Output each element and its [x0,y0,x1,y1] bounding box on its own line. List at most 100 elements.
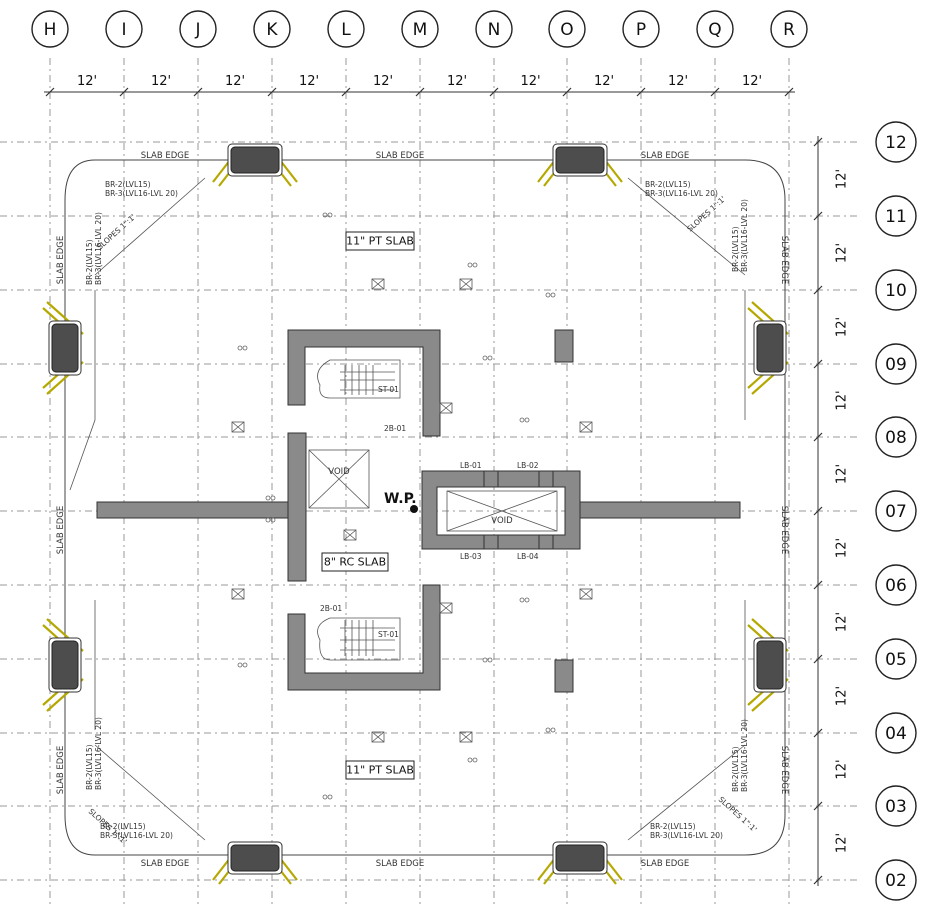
br3-note: BR-3(LVL16-LVL 20) [645,189,718,198]
slab-edge-label-bottom-right: SLAB EDGE [641,859,690,869]
dimension-tick [813,359,823,369]
bracing-note-top-right: BR-2(LVL15) BR-3(LVL16-LVL 20) [645,180,718,198]
grid-bubble-label: 12 [885,133,907,153]
insert-dot [519,597,525,603]
insert-cross [439,402,453,414]
insert-dot [322,794,328,800]
insert-dot [242,662,248,668]
insert-dot [270,495,276,501]
grid-bubble-circle [548,10,586,48]
grid-bubble-circle [875,785,917,827]
dimension-strings: 12'12'12'12'12'12'12'12'12'12'12'12'12'1… [44,74,850,886]
insert-box [231,588,245,600]
dimension-label: 12' [835,169,850,189]
grid-bubble-label: H [44,20,57,40]
perimeter-column-7 [212,841,298,885]
dimension-label: 12' [835,759,850,779]
grid-bubble-circle [622,10,660,48]
insert-box [459,731,473,743]
perimeter-column-3 [42,301,84,395]
insert-dot [550,727,556,733]
void-elevator: VOID [446,490,558,532]
slab-column-south [554,659,574,693]
bracing-note-bottom-left: BR-2(LVL15) BR-3(LVL16-LVL 20) [100,822,173,840]
grid-bubble-circle [875,859,917,901]
dimension-tick [562,87,572,97]
grid-bubble-P: P [622,10,660,48]
dimension-label: 12' [835,317,850,337]
br3-note: BR-3(LVL16-LVL 20) [650,831,723,840]
br3-note: BR-3(LVL16-LVL 20) [100,831,173,840]
dimension-label: 12' [225,74,245,89]
perimeter-columns [42,143,789,885]
slab-inserts [231,212,593,800]
grid-bubble-label: 05 [885,650,907,670]
br2-note: BR-2(LVL15) [100,822,146,831]
grid-bubble-09: 09 [875,343,917,385]
grid-bubble-label: I [121,20,126,40]
dimension-tick [813,432,823,442]
bracing-note-left-lower: BR-2(LVL15) BR-3(LVL16-LVL 20) [85,717,103,790]
lintel-tag-lb03: LB-03 [460,552,482,561]
dimension-tick [813,875,823,885]
dimension-label: 12' [299,74,319,89]
core-walls [96,329,741,693]
insert-dot [327,212,333,218]
insert-cross [459,731,473,743]
grid-bubble-R: R [770,10,808,48]
br3-note: BR-3(LVL16-LVL 20) [105,189,178,198]
grid-bubble-circle [696,10,734,48]
insert-cross [343,529,357,541]
slab-label-pt-south: 11" PT SLAB [345,760,415,780]
grid-bubble-circle [401,10,439,48]
insert-dot [270,517,276,523]
slab-edge-label-right-upper: SLAB EDGE [779,236,789,285]
br3-note: BR-3(LVL16-LVL 20) [740,199,749,272]
slab-edge-label-top-middle: SLAB EDGE [376,151,425,161]
column-core [756,640,784,690]
insert-dot [237,662,243,668]
grid-bubble-circle [875,416,917,458]
grid-bubble-circle [875,195,917,237]
dimension-tick [813,211,823,221]
slab-label-rc: 8" RC SLAB [321,552,389,572]
bracing-note-top-left: BR-2(LVL15) BR-3(LVL16-LVL 20) [105,180,178,198]
slab-edge-label-left-lower: SLAB EDGE [56,746,66,795]
grid-bubble-10: 10 [875,269,917,311]
grid-bubble-label: 09 [885,355,907,375]
column-core [555,146,605,174]
grid-bubble-label: 08 [885,428,907,448]
insert-dot [467,262,473,268]
grid-bubble-02: 02 [875,859,917,901]
insert-box [343,529,357,541]
stair-core-south [287,584,441,691]
grid-bubble-circle [327,10,365,48]
br3-note: BR-3(LVL16-LVL 20) [740,719,749,792]
grid-bubble-N: N [475,10,513,48]
lintel-tag-lb01: LB-01 [460,461,482,470]
insert-dot [487,657,493,663]
perimeter-column-5 [42,618,84,712]
dimension-tick [489,87,499,97]
slab-edge-label-right-middle: SLAB EDGE [779,506,789,555]
grid-bubble-08: 08 [875,416,917,458]
insert-dot [265,495,271,501]
grid-bubble-03: 03 [875,785,917,827]
grid-bubble-label: N [488,20,501,40]
rc-slab-text: 8" RC SLAB [324,556,386,569]
insert-dot [545,727,551,733]
perimeter-column-2 [537,143,623,187]
dimension-tick [784,87,794,97]
lintel-tag-lb04: LB-04 [517,552,539,561]
insert-dot [472,757,478,763]
dimension-label: 12' [373,74,393,89]
dimension-label: 12' [520,74,540,89]
perimeter-column-4 [747,301,789,395]
grid-bubble-circle [475,10,513,48]
insert-cross [459,278,473,290]
elevator-partition [538,470,554,488]
grid-bubble-label: K [266,20,278,40]
grid-bubble-H: H [31,10,69,48]
slab-edge-label-left-upper: SLAB EDGE [56,236,66,285]
